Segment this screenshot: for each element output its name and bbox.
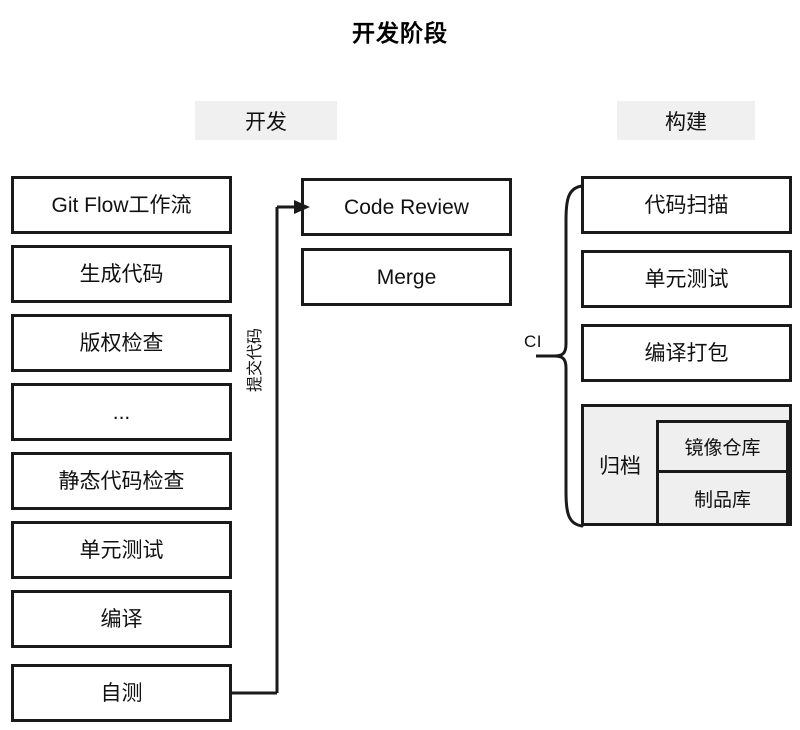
column-header-dev: 开发 bbox=[195, 101, 337, 140]
node-merge[interactable]: Merge bbox=[301, 248, 512, 306]
node-compile-package[interactable]: 编译打包 bbox=[581, 324, 792, 382]
node-generate-code[interactable]: 生成代码 bbox=[11, 245, 232, 303]
node-archive-label: 归档 bbox=[599, 455, 641, 478]
node-artifact-repository[interactable]: 制品库 bbox=[656, 473, 789, 526]
column-header-build-label: 构建 bbox=[665, 110, 707, 134]
ci-brace bbox=[536, 184, 584, 528]
node-unit-test-ci[interactable]: 单元测试 bbox=[581, 250, 792, 308]
node-unit-test-dev[interactable]: 单元测试 bbox=[11, 521, 232, 579]
node-copyright-check[interactable]: 版权检查 bbox=[11, 314, 232, 372]
page-title: 开发阶段 bbox=[352, 20, 448, 46]
node-ellipsis[interactable]: ... bbox=[11, 383, 232, 441]
column-header-dev-label: 开发 bbox=[245, 110, 287, 134]
column-header-build: 构建 bbox=[617, 101, 755, 140]
node-code-scan[interactable]: 代码扫描 bbox=[581, 176, 792, 234]
connector-commit-code bbox=[232, 200, 310, 695]
connector-commit-label: 提交代码 bbox=[247, 328, 264, 393]
arrowhead-icon bbox=[294, 200, 310, 214]
ci-brace-label: CI bbox=[524, 332, 542, 351]
node-git-flow-workflow[interactable]: Git Flow工作流 bbox=[11, 176, 232, 234]
node-archive-group[interactable]: 归档 镜像仓库 制品库 bbox=[581, 404, 792, 526]
node-compile[interactable]: 编译 bbox=[11, 590, 232, 648]
node-self-test[interactable]: 自测 bbox=[11, 664, 232, 722]
node-code-review[interactable]: Code Review bbox=[301, 178, 512, 236]
node-static-code-check[interactable]: 静态代码检查 bbox=[11, 452, 232, 510]
node-image-registry[interactable]: 镜像仓库 bbox=[656, 420, 789, 473]
